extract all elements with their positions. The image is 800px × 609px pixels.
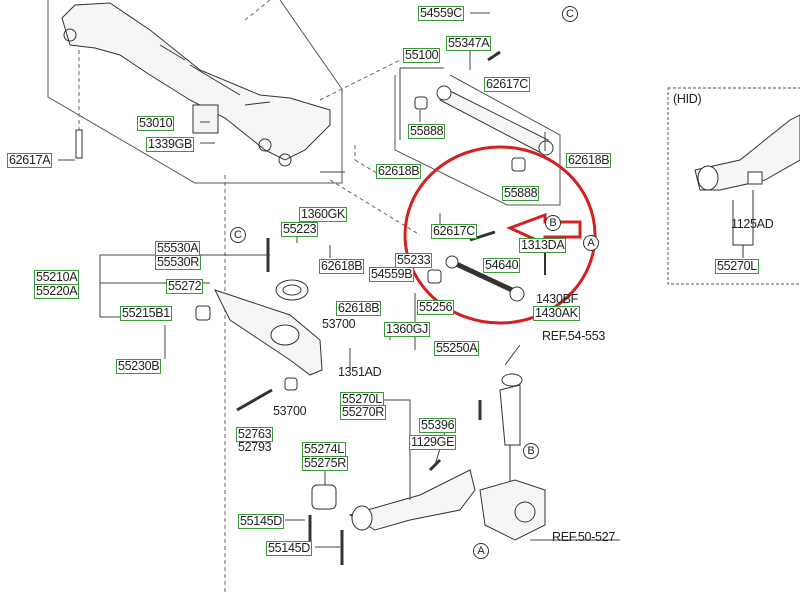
lower-arm-part	[214, 289, 323, 376]
part-label[interactable]: 55250A	[434, 341, 480, 356]
part-label[interactable]: 1313DA	[519, 238, 567, 253]
marker-a: A	[473, 543, 489, 559]
part-label[interactable]: 55256	[417, 300, 455, 315]
part-label[interactable]: 1125AD	[731, 217, 774, 231]
part-label[interactable]: 55100	[403, 48, 441, 63]
part-label[interactable]: 1430AK	[533, 306, 580, 321]
upper-arm-part	[439, 86, 549, 156]
marker-b: B	[523, 443, 539, 459]
part-label[interactable]: 62618B	[566, 153, 612, 168]
marker-c: C	[562, 6, 578, 22]
part-label[interactable]: 1360GJ	[384, 322, 430, 337]
knuckle-part	[479, 479, 546, 541]
part-label[interactable]: 62618B	[376, 164, 422, 179]
part-label[interactable]: 1339GB	[146, 137, 195, 152]
part-label[interactable]: 54559B	[369, 267, 415, 282]
part-label[interactable]: 1430BF	[536, 292, 578, 306]
reference-label[interactable]: REF.50-527	[552, 530, 616, 544]
part-label[interactable]: 55347A	[446, 36, 492, 51]
part-label[interactable]: 55233	[395, 253, 433, 268]
part-label[interactable]: 55272	[166, 279, 204, 294]
part-label[interactable]: 52763	[236, 427, 274, 442]
subframe-group-outline	[47, 0, 343, 184]
marker-c: C	[230, 227, 246, 243]
part-label[interactable]: 62617C	[431, 224, 477, 239]
subframe-part	[61, 2, 331, 161]
marker-b: B	[545, 215, 561, 231]
marker-a: A	[583, 235, 599, 251]
part-label[interactable]: 55530R	[155, 255, 201, 270]
part-label[interactable]: 1360GK	[299, 207, 348, 222]
part-label[interactable]: 55888	[408, 124, 446, 139]
part-label[interactable]: 62617A	[7, 153, 53, 168]
part-label[interactable]: 1351AD	[338, 365, 382, 379]
part-label[interactable]: 55210A	[34, 270, 80, 285]
part-label[interactable]: 52793	[238, 440, 272, 454]
part-label[interactable]: 55145D	[238, 514, 284, 529]
part-label[interactable]: 55220A	[34, 284, 80, 299]
part-label[interactable]: 62618B	[336, 301, 382, 316]
reference-label[interactable]: REF.54-553	[542, 329, 606, 343]
part-label[interactable]: 55270L	[715, 259, 759, 274]
part-label[interactable]: 62617C	[484, 77, 530, 92]
part-label[interactable]: 55145D	[266, 541, 312, 556]
part-label[interactable]: 55215B1	[120, 306, 172, 321]
part-label[interactable]: 54559C	[418, 6, 464, 21]
part-label[interactable]: 55270L	[340, 392, 384, 407]
part-label[interactable]: 55888	[502, 186, 540, 201]
part-label[interactable]: 53700	[273, 404, 307, 418]
part-label[interactable]: 55396	[419, 418, 457, 433]
lower-link-part	[450, 259, 514, 293]
part-label[interactable]: 55274L	[302, 442, 346, 457]
hid-box-title: (HID)	[673, 92, 702, 106]
part-label[interactable]: 1129GE	[409, 435, 457, 450]
trailing-arm-part	[348, 469, 476, 531]
part-label[interactable]: 62618B	[319, 259, 365, 274]
part-label[interactable]: 55223	[281, 222, 319, 237]
part-label[interactable]: 53010	[137, 116, 175, 131]
part-label[interactable]: 55275R	[302, 456, 348, 471]
part-label[interactable]: 53700	[322, 317, 356, 331]
part-label[interactable]: 55230B	[116, 359, 162, 374]
part-label[interactable]: 54640	[483, 258, 521, 273]
part-label[interactable]: 55270R	[340, 405, 386, 420]
part-label[interactable]: 55530A	[155, 241, 201, 256]
highlight-circle	[403, 145, 597, 325]
